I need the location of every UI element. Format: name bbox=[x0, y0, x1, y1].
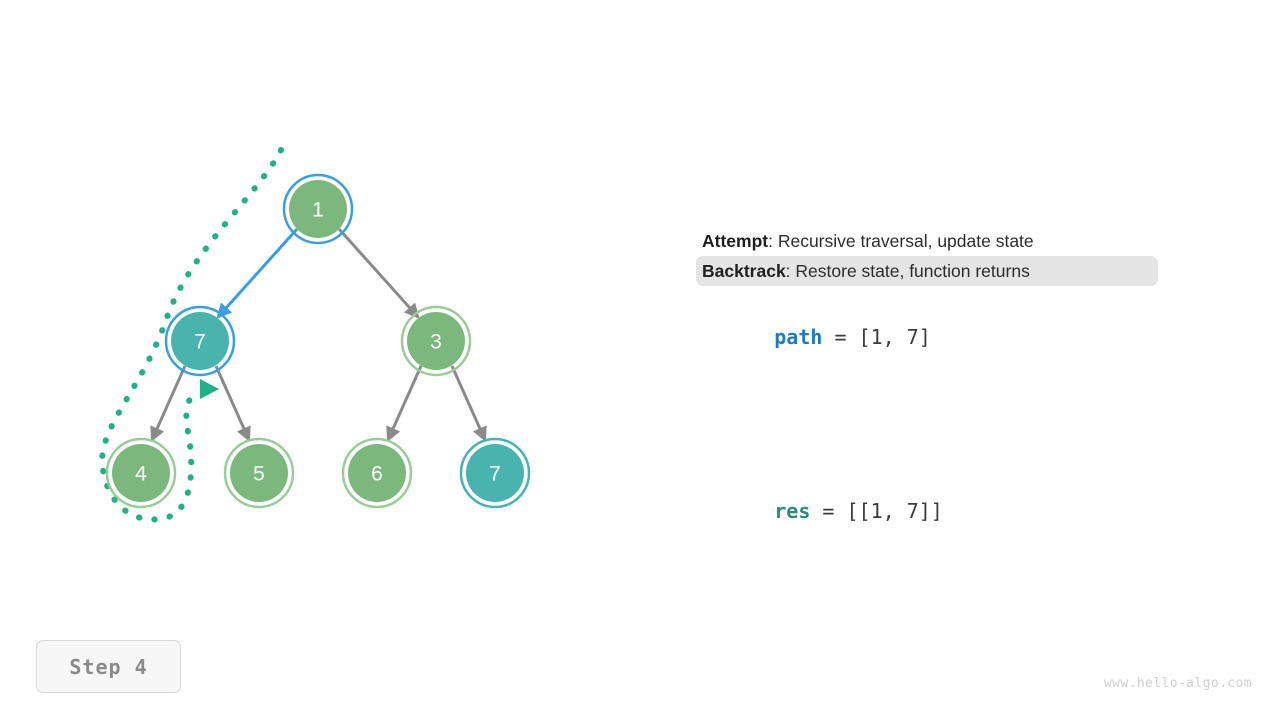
node-circle bbox=[466, 444, 524, 502]
code-spacer bbox=[702, 388, 1172, 460]
tree-node-1[interactable]: 1 bbox=[282, 173, 354, 245]
node-ring bbox=[105, 437, 177, 509]
node-ring bbox=[282, 173, 354, 245]
state-info-panel: Attempt: Recursive traversal, update sta… bbox=[696, 226, 1172, 562]
watermark-text: www.hello-algo.com bbox=[1103, 676, 1252, 691]
backtrack-label: Backtrack bbox=[702, 261, 786, 281]
node-circle bbox=[289, 180, 347, 238]
tree-node-5[interactable]: 5 bbox=[223, 437, 295, 509]
watermark: www.hello-algo.com bbox=[1104, 676, 1252, 691]
node-ring bbox=[164, 305, 236, 377]
traversal-cursor bbox=[200, 379, 219, 399]
tree-edges bbox=[150, 227, 487, 443]
step-badge: Step 4 bbox=[36, 640, 181, 693]
backtrack-row: Backtrack: Restore state, function retur… bbox=[696, 256, 1158, 286]
node-circle bbox=[171, 312, 229, 370]
node-ring bbox=[223, 437, 295, 509]
path-state-line: path = [1, 7] bbox=[702, 286, 1172, 388]
edge-7-to-5 bbox=[214, 365, 251, 443]
node-circle bbox=[112, 444, 170, 502]
node-ring bbox=[459, 437, 531, 509]
attempt-row: Attempt: Recursive traversal, update sta… bbox=[696, 226, 1172, 256]
edge-1-to-7 bbox=[216, 227, 299, 319]
attempt-description: : Recursive traversal, update state bbox=[768, 231, 1034, 251]
edge-3-to-6 bbox=[386, 365, 423, 443]
tree-node-4[interactable]: 4 bbox=[105, 437, 177, 509]
tree-node-6[interactable]: 6 bbox=[341, 437, 413, 509]
node-ring bbox=[341, 437, 413, 509]
edge-3-to-7r bbox=[450, 365, 487, 443]
res-variable-name: res bbox=[774, 499, 811, 523]
attempt-label: Attempt bbox=[702, 231, 769, 251]
backtrack-description: : Restore state, function returns bbox=[785, 261, 1030, 281]
path-variable-value: = [1, 7] bbox=[822, 325, 931, 349]
res-variable-value: = [[1, 7]] bbox=[810, 499, 943, 523]
path-variable-name: path bbox=[774, 325, 823, 349]
edge-1-to-3 bbox=[337, 227, 420, 319]
step-badge-label: Step 4 bbox=[69, 654, 148, 679]
tree-node-3[interactable]: 3 bbox=[400, 305, 472, 377]
edge-7-to-4 bbox=[150, 365, 187, 443]
node-circle bbox=[348, 444, 406, 502]
backtracking-trail bbox=[99, 147, 284, 523]
tree-node-7-right[interactable]: 7 bbox=[459, 437, 531, 509]
tree-node-7-left[interactable]: 7 bbox=[164, 305, 236, 377]
node-circle bbox=[407, 312, 465, 370]
res-state-line: res = [[1, 7]] bbox=[702, 460, 1172, 562]
node-ring bbox=[400, 305, 472, 377]
tree-nodes: 1 7 3 4 5 bbox=[105, 173, 531, 509]
node-circle bbox=[230, 444, 288, 502]
